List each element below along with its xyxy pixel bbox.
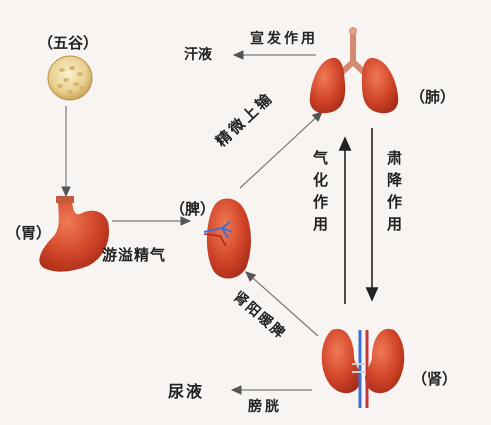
spleen-illustration: [203, 198, 251, 279]
spleen-label: （脾）: [170, 200, 216, 218]
stomach-label: （胃）: [6, 224, 52, 242]
lung-label: （肺）: [410, 88, 456, 106]
arrow-kidney-to-spleen: [245, 271, 319, 337]
sweat-label: 汗液: [184, 47, 212, 63]
bladder-label: 膀胱: [248, 399, 282, 415]
disperse-label: 宣发作用: [250, 31, 318, 47]
lung-illustration: [309, 27, 399, 114]
kidney-illustration: [321, 328, 405, 408]
arrow-spleen-to-lung: [239, 111, 323, 189]
urine-label: 尿液: [168, 382, 205, 401]
overflow-label: 游溢精气: [102, 246, 167, 264]
grain-illustration: [47, 55, 93, 101]
grain-label: （五谷）: [38, 34, 99, 52]
kidney-label: （肾）: [412, 370, 458, 388]
qi-transform-label: 气化作用: [311, 150, 329, 238]
stomach-illustration: [39, 196, 110, 272]
descend-label: 肃降作用: [385, 150, 403, 238]
